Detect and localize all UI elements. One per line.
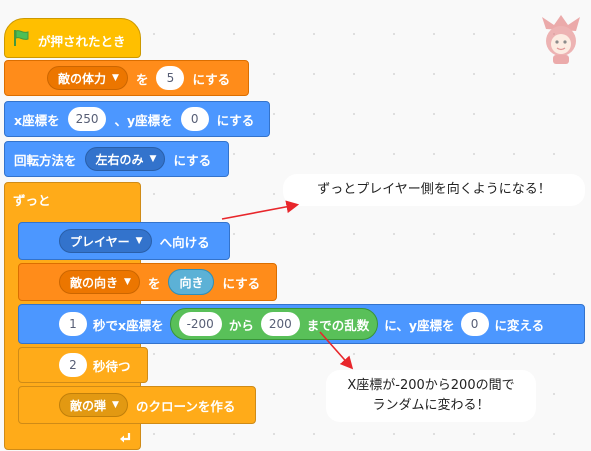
glide-y-input[interactable]: 0 [460,312,489,336]
annotation-text: ずっとプレイヤー側を向くようになる！ [317,182,551,197]
forever-label: ずっと [13,193,51,208]
wait-seconds-input[interactable]: 2 [59,353,87,377]
target-dropdown[interactable]: プレイヤー▼ [59,229,152,253]
annotation-text-line2: ランダムに変わる！ [372,398,490,413]
event-label: が押されたとき [38,34,126,49]
x-input[interactable]: 250 [67,107,107,131]
set-hp-block[interactable]: 敵の体力▼ を 5 にする [4,60,249,96]
y-label: に、y座標を [384,317,455,333]
label-nisuru: にする [216,112,255,128]
glide-label: 秒でx座標を [93,317,164,333]
sprite-thumbnail[interactable] [538,15,584,65]
clone-label: のクローンを作る [135,398,236,414]
goto-xy-block[interactable]: x座標を 250 、y座標を 0 にする [4,101,270,137]
green-flag-icon [12,29,30,47]
wait-block[interactable]: 2 秒待つ [18,347,148,383]
chevron-down-icon: ▼ [112,73,119,83]
random-from-input[interactable]: -200 [178,312,222,336]
rotation-style-block[interactable]: 回転方法を 左右のみ▼ にする [4,141,229,177]
point-label: へ向ける [159,234,210,250]
label-wo: を [147,275,161,291]
direction-reporter[interactable]: 向き [168,269,215,295]
chevron-down-icon: ▼ [112,400,119,410]
random-from-label: から [228,317,254,333]
seconds-input[interactable]: 1 [59,312,87,336]
hp-value-input[interactable]: 5 [156,66,185,90]
create-clone-block[interactable]: 敵の弾▼ のクローンを作る [18,386,256,424]
x-label: x座標を [14,112,60,128]
random-to-input[interactable]: 200 [260,312,300,336]
glide-suffix: に変える [494,317,545,333]
label-nisuru: にする [173,152,212,168]
label-wo: を [135,71,149,87]
variable-dropdown[interactable]: 敵の体力▼ [47,66,128,90]
label-nisuru: にする [222,275,261,291]
annotation-bubble-2: X座標が-200から200の間で ランダムに変わる！ [326,370,536,422]
loop-arrow-icon [118,429,132,443]
chevron-down-icon: ▼ [135,236,143,246]
glide-block[interactable]: 1 秒でx座標を -200 から 200 までの乱数 に、y座標を 0 に変える [18,304,585,344]
rotation-dropdown[interactable]: 左右のみ▼ [84,147,166,171]
arrow-to-random-block [319,331,354,370]
random-block[interactable]: -200 から 200 までの乱数 [169,308,379,340]
label-nisuru: にする [192,71,231,87]
y-label: 、y座標を [114,112,173,128]
wait-label: 秒待つ [93,358,131,374]
y-input[interactable]: 0 [180,107,209,131]
annotation-bubble-1: ずっとプレイヤー側を向くようになる！ [283,174,585,206]
set-direction-block[interactable]: 敵の向き▼ を 向き にする [18,263,277,301]
variable-dropdown[interactable]: 敵の向き▼ [59,270,140,294]
arrow-to-point-block [221,200,300,220]
chevron-down-icon: ▼ [149,154,157,164]
chevron-down-icon: ▼ [124,277,131,287]
point-towards-block[interactable]: プレイヤー▼ へ向ける [18,222,230,260]
annotation-text-line1: X座標が-200から200の間で [347,378,515,393]
random-to-label: までの乱数 [306,317,370,333]
clone-target-dropdown[interactable]: 敵の弾▼ [59,393,128,417]
rotation-label: 回転方法を [14,152,77,168]
